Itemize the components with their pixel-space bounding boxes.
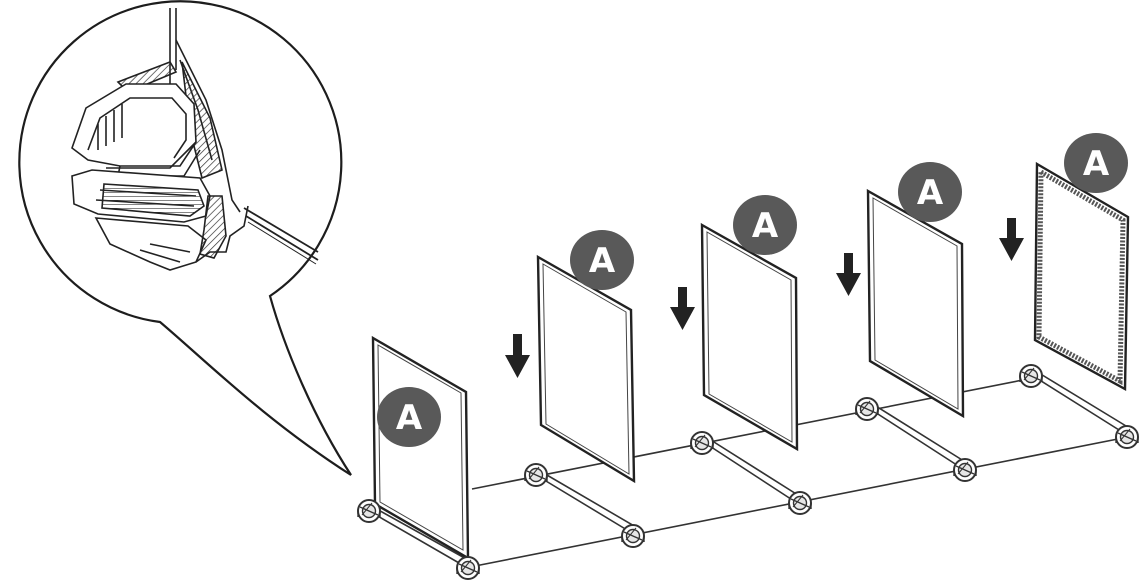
cross-rods	[368, 369, 1132, 568]
badge-panel-1: A	[377, 387, 441, 447]
connector-knob-icon	[456, 556, 480, 580]
detail-callout	[18, 0, 352, 476]
connector-knob-icon	[1115, 425, 1139, 449]
badge-label: A	[396, 398, 423, 438]
badge-circle	[1064, 133, 1128, 193]
connector-knob-icon	[690, 431, 714, 455]
panel-5	[1033, 161, 1130, 392]
badge-label: A	[589, 241, 616, 281]
connector-knob-icon	[524, 463, 548, 487]
panel-4	[866, 188, 965, 419]
down-arrow-icon	[670, 287, 695, 330]
badge-circle	[377, 387, 441, 447]
badge-panel-5: A	[1064, 133, 1128, 193]
connector-knob-icon	[1019, 364, 1043, 388]
panel-3-sheet	[700, 222, 799, 452]
badge-circle	[733, 195, 797, 255]
panel-4-sheet	[866, 188, 965, 419]
badge-panel-3: A	[733, 195, 797, 255]
connector-knob-icon	[357, 499, 381, 523]
down-arrow-icon	[999, 218, 1024, 261]
panel-1	[371, 335, 470, 561]
panel-5-sheet	[1033, 161, 1130, 392]
connector-knob-icon	[855, 397, 879, 421]
badge-circle	[898, 162, 962, 222]
badge-label: A	[917, 173, 944, 213]
panel-2-sheet	[536, 254, 636, 484]
panel-5-frame-border	[1036, 167, 1126, 386]
badge-label: A	[1083, 144, 1110, 184]
badge-label: A	[752, 206, 779, 246]
down-arrow-icon	[836, 253, 861, 296]
connector-knob-icon	[788, 491, 812, 515]
down-arrow-icon	[505, 334, 530, 378]
corner-connector-detail-icon	[71, 8, 319, 271]
badge-panel-2: A	[570, 230, 634, 290]
panel-2	[536, 254, 636, 484]
badge-panel-4: A	[898, 162, 962, 222]
connector-knob-icon	[621, 524, 645, 548]
connector-knob-icon	[953, 458, 977, 482]
badge-circle	[570, 230, 634, 290]
panel-3	[700, 222, 799, 452]
insert-arrows	[505, 218, 1024, 378]
